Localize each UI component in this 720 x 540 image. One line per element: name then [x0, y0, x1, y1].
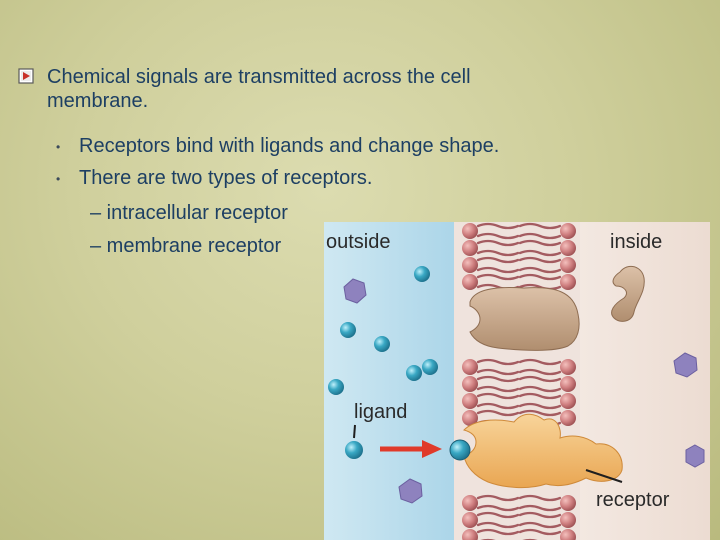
lipid-tail [476, 392, 520, 400]
subpoint-membrane: – membrane receptor [90, 235, 282, 257]
point-receptors-bind: Receptors bind with ligands and change s… [79, 135, 500, 157]
ligand-arrow-head [422, 440, 442, 458]
lipid-tail [518, 256, 562, 264]
lipid-tail [518, 273, 562, 281]
lipid-tail [476, 266, 520, 274]
lipid-tail [476, 385, 520, 393]
lipid-tail [518, 249, 562, 257]
phospholipid-head [560, 359, 576, 375]
receptor-label: receptor [596, 489, 670, 511]
phospholipid-heads [462, 223, 576, 540]
ligand-label: ligand [354, 401, 407, 423]
ligand [345, 441, 363, 459]
phospholipid-head [560, 274, 576, 290]
lipid-tail [518, 266, 562, 274]
lipid-tail [518, 368, 562, 376]
molecule-hexagon [685, 444, 705, 468]
inside-region [580, 222, 710, 540]
lipid-tail [476, 249, 520, 257]
channel-protein [469, 287, 580, 351]
lipid-tail [476, 232, 520, 240]
phospholipid-head [560, 240, 576, 256]
inside-molecule [611, 265, 645, 322]
lipid-tail [476, 222, 520, 230]
phospholipid-head [462, 240, 478, 256]
ligand [328, 379, 344, 395]
lipid-tail [476, 358, 520, 366]
lipid-tail [476, 521, 520, 529]
phospholipid-head [560, 410, 576, 426]
phospholipid-head [560, 393, 576, 409]
outside-region [324, 222, 464, 540]
lipid-tail [518, 494, 562, 502]
lipid-tail [518, 239, 562, 247]
lipid-tail [518, 409, 562, 417]
phospholipid-head [462, 274, 478, 290]
phospholipid-head [560, 495, 576, 511]
ligand [374, 336, 390, 352]
phospholipid-head [462, 257, 478, 273]
lipid-tail [476, 368, 520, 376]
ligand-bound [449, 439, 471, 461]
lipid-tail [518, 222, 562, 230]
subpoint-intracellular: – intracellular receptor [90, 202, 288, 224]
lipid-tail [518, 385, 562, 393]
lipid-tail [518, 521, 562, 529]
lipid-tail [476, 409, 520, 417]
heading-line-2: membrane. [47, 90, 149, 112]
bullet-dot-icon: • [56, 172, 61, 186]
phospholipid-head [462, 223, 478, 239]
point-two-types: There are two types of receptors. [79, 167, 373, 189]
ligand-pointer-line [353, 424, 356, 439]
lipid-tail [518, 402, 562, 410]
molecule-hexagon [343, 278, 367, 304]
heading-line-1: Chemical signals are transmitted across … [47, 66, 471, 88]
phospholipid-head [462, 495, 478, 511]
phospholipid-head [462, 393, 478, 409]
lipid-tail [476, 511, 520, 519]
ligand [406, 365, 422, 381]
phospholipid-head [560, 257, 576, 273]
molecule-hexagon [398, 478, 423, 504]
lipid-tail [518, 283, 562, 291]
lipid-tail [518, 528, 562, 536]
lipid-tail [518, 504, 562, 512]
lipid-tail [476, 494, 520, 502]
lipid-tail [476, 528, 520, 536]
outside-label: outside [326, 231, 391, 253]
bullet-dot-icon: • [56, 140, 61, 154]
lipid-tail [518, 392, 562, 400]
phospholipid-head [462, 529, 478, 540]
inside-label: inside [610, 231, 662, 253]
lipid-tail [518, 232, 562, 240]
phospholipid-head [462, 512, 478, 528]
lipid-tail [518, 375, 562, 383]
ligand [422, 359, 438, 375]
receptor-pointer-line [585, 469, 623, 483]
lipid-tail [476, 504, 520, 512]
phospholipid-head [560, 223, 576, 239]
square-arrow-bullet-icon [18, 68, 34, 84]
lipid-tail [518, 511, 562, 519]
lipid-tail [518, 358, 562, 366]
membrane-receptor-diagram: outside inside ligand receptor [324, 222, 710, 540]
lipid-tail [476, 402, 520, 410]
lipid-tail [476, 239, 520, 247]
phospholipid-head [462, 410, 478, 426]
lipid-tail [476, 375, 520, 383]
phospholipid-head [462, 359, 478, 375]
lipid-tail [476, 256, 520, 264]
ligand [340, 322, 356, 338]
lipid-tail [476, 273, 520, 281]
ligand [414, 266, 430, 282]
molecule-hexagon [673, 352, 698, 378]
phospholipid-head [560, 529, 576, 540]
phospholipid-head [462, 376, 478, 392]
phospholipid-head [560, 376, 576, 392]
phospholipid-head [560, 512, 576, 528]
